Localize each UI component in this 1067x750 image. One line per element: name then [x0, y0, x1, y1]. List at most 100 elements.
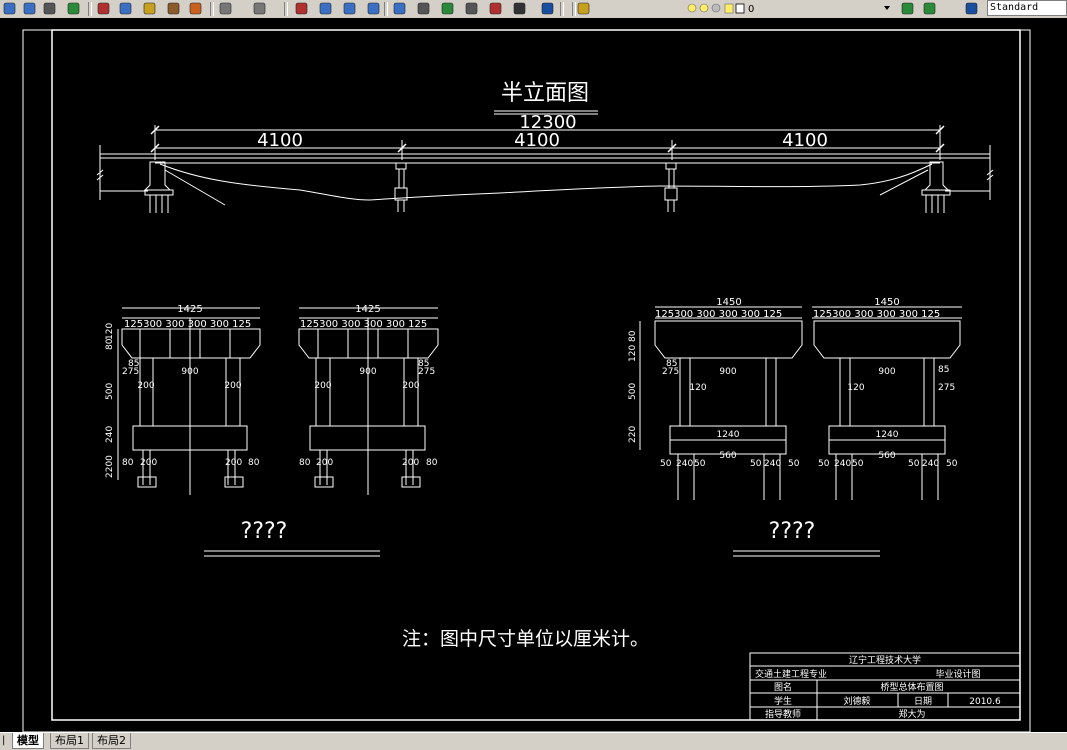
svg-text:85: 85 — [666, 359, 677, 369]
designcenter-icon[interactable] — [416, 1, 431, 16]
text-style-select[interactable]: Standard — [987, 0, 1067, 16]
design-type: 毕业设计图 — [935, 668, 980, 680]
advisor-name: 郑大为 — [898, 708, 925, 720]
pan-icon[interactable] — [294, 1, 309, 16]
layer-combo[interactable]: 0 — [680, 1, 894, 16]
print-icon[interactable] — [42, 1, 57, 16]
tab-layout2[interactable]: 布局2 — [92, 733, 131, 749]
svg-text:200: 200 — [402, 458, 419, 468]
copy-icon[interactable] — [118, 1, 133, 16]
svg-text:50: 50 — [818, 459, 830, 469]
tab-layout1[interactable]: 布局1 — [50, 733, 89, 749]
drawing-date: 2010.6 — [969, 697, 1001, 707]
svg-text:240: 240 — [764, 459, 781, 469]
svg-text:图名: 图名 — [774, 681, 792, 693]
svg-text:50: 50 — [660, 459, 672, 469]
svg-text:日期: 日期 — [914, 696, 932, 707]
undo-icon[interactable] — [218, 1, 233, 16]
major-name: 交通土建工程专业 — [755, 668, 827, 680]
sheetset-icon[interactable] — [464, 1, 479, 16]
svg-text:1450: 1450 — [874, 297, 899, 308]
svg-text:1425: 1425 — [177, 304, 202, 315]
save-icon[interactable] — [22, 1, 37, 16]
svg-text:900: 900 — [719, 367, 736, 377]
layer-previous-icon[interactable] — [900, 1, 915, 16]
paste-icon[interactable] — [142, 1, 157, 16]
pier-section-d: 1450 125300 300 300 300 125 85 275 900 1… — [812, 297, 962, 500]
svg-text:指导教师: 指导教师 — [765, 708, 801, 720]
svg-text:1450: 1450 — [716, 297, 741, 308]
toolbar-separator — [572, 2, 576, 16]
drawing-name: 桥型总体布置图 — [880, 681, 943, 693]
svg-text:1240: 1240 — [717, 430, 740, 440]
calculator-icon[interactable] — [512, 1, 527, 16]
toolpalettes-icon[interactable] — [440, 1, 455, 16]
brush-icon[interactable] — [188, 1, 203, 16]
markup-icon[interactable] — [488, 1, 503, 16]
svg-text:240: 240 — [676, 459, 693, 469]
svg-text:200: 200 — [224, 381, 241, 391]
svg-text:200: 200 — [316, 458, 333, 468]
toolbar-separator — [210, 2, 214, 16]
pier-section-b: 1425 125300 300 300 300 125 85 275 900 2… — [298, 304, 439, 495]
svg-text:900: 900 — [359, 367, 376, 377]
layer-name: 0 — [748, 4, 754, 15]
zoom-realtime-icon[interactable] — [318, 1, 333, 16]
title-block — [749, 652, 1021, 721]
svg-text:120: 120 — [847, 383, 864, 393]
preview-icon[interactable] — [66, 1, 81, 16]
zoom-previous-icon[interactable] — [366, 1, 381, 16]
svg-text:240: 240 — [922, 459, 939, 469]
svg-text:85: 85 — [128, 359, 139, 369]
student-name: 刘德毅 — [843, 695, 870, 707]
svg-text:125300 300 300 300 125: 125300 300 300 300 125 — [300, 319, 427, 330]
open-icon[interactable] — [2, 1, 17, 16]
svg-text:125300 300 300 300 125: 125300 300 300 300 125 — [124, 319, 251, 330]
section-caption-left: ???? — [241, 519, 288, 544]
svg-text:1240: 1240 — [876, 430, 899, 440]
svg-text:200: 200 — [137, 381, 154, 391]
svg-text:50: 50 — [852, 459, 864, 469]
svg-text:200: 200 — [314, 381, 331, 391]
cut-icon[interactable] — [96, 1, 111, 16]
model-space-canvas[interactable]: 半立面图 12300 4100 4100 4100 — [0, 18, 1067, 733]
zoom-window-icon[interactable] — [342, 1, 357, 16]
layer-state-icons: 0 — [687, 3, 890, 15]
svg-text:50: 50 — [908, 459, 920, 469]
help-icon[interactable] — [540, 1, 555, 16]
svg-text:80: 80 — [628, 330, 638, 342]
drawing-svg: 半立面图 12300 4100 4100 4100 — [22, 29, 1031, 733]
textstyle-icon[interactable] — [964, 1, 979, 16]
drawing-title: 半立面图 — [501, 81, 589, 106]
svg-text:85: 85 — [418, 359, 429, 369]
svg-text:80: 80 — [105, 338, 115, 350]
svg-text:80: 80 — [122, 458, 134, 468]
redo-icon[interactable] — [252, 1, 267, 16]
svg-text:275: 275 — [938, 383, 955, 393]
svg-text:240: 240 — [834, 459, 851, 469]
svg-text:900: 900 — [878, 367, 895, 377]
total-span-dim: 12300 — [519, 112, 576, 133]
svg-text:275: 275 — [122, 367, 139, 377]
svg-text:80: 80 — [426, 458, 438, 468]
svg-text:50: 50 — [694, 459, 706, 469]
svg-text:1425: 1425 — [355, 304, 380, 315]
layer-state-icons[interactable] — [922, 1, 937, 16]
svg-text:200: 200 — [140, 458, 157, 468]
svg-text:200: 200 — [402, 381, 419, 391]
svg-text:560: 560 — [719, 451, 736, 461]
sheet-inner-border — [51, 29, 1021, 721]
properties-icon[interactable] — [392, 1, 407, 16]
layer-manager-icon[interactable] — [576, 1, 591, 16]
pier-section-c: 1450 125300 300 300 300 125 80 120 500 2… — [628, 297, 803, 500]
section-caption-right: ???? — [769, 519, 816, 544]
svg-text:80: 80 — [248, 458, 260, 468]
tab-model[interactable]: 模型 — [12, 733, 44, 749]
pier-section-a: 1425 125300 300 300 300 125 80 120 500 2… — [105, 304, 261, 495]
matchprop-icon[interactable] — [166, 1, 181, 16]
span-dim-3: 4100 — [782, 130, 828, 151]
tab-scroll-left-icon[interactable]: | — [2, 735, 6, 746]
svg-text:220: 220 — [628, 426, 638, 443]
toolbar-separator — [560, 2, 564, 16]
svg-text:2200: 2200 — [105, 455, 115, 478]
